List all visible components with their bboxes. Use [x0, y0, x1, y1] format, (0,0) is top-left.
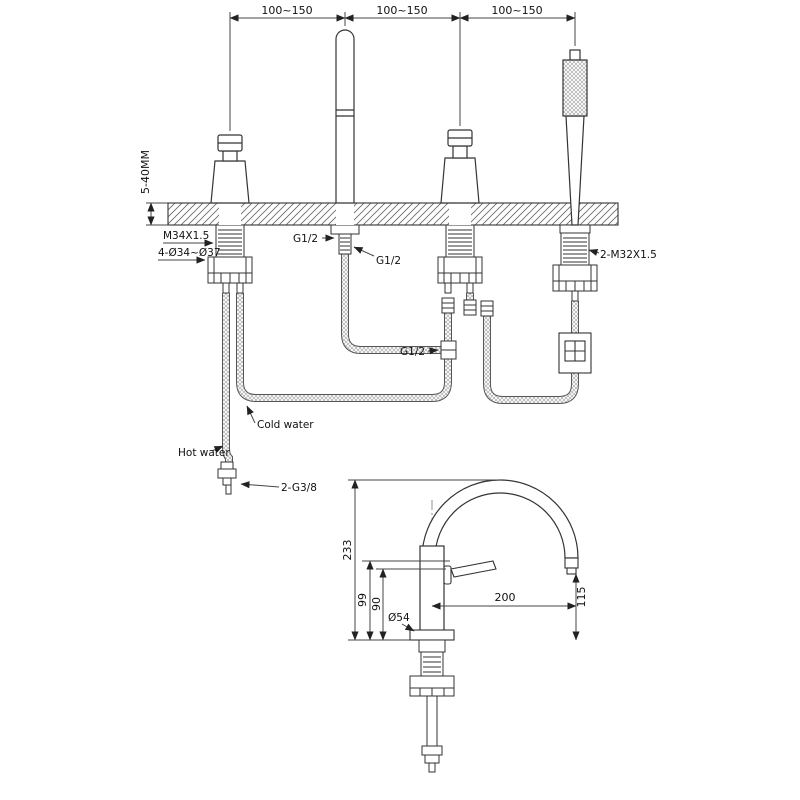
label-cold-water: Cold water: [257, 419, 314, 431]
dim-height-body: 90: [370, 597, 383, 611]
label-valve-thread: M34X1.5: [163, 230, 209, 242]
left-valve-underdeck: [207, 224, 253, 294]
right-valve: [440, 129, 480, 225]
shower-grip: [562, 59, 588, 117]
left-valve: [210, 134, 250, 225]
dim-span-3: 100~150: [491, 4, 542, 17]
label-hot-water: Hot water: [178, 447, 230, 459]
dim-span-2: 100~150: [376, 4, 427, 17]
bottom-dimensions: [348, 479, 580, 641]
dim-reach: 200: [495, 591, 516, 604]
faucet-body: [419, 545, 445, 641]
base-escutcheon: [409, 629, 455, 641]
dim-base-diameter: Ø54: [388, 612, 410, 624]
supply-fitting: [217, 461, 237, 495]
right-valve-underdeck: [437, 224, 494, 317]
check-valve-box: [558, 332, 592, 374]
dim-height-total: 233: [341, 540, 354, 561]
tee-fitting: [440, 340, 457, 360]
hand-shower: [562, 49, 588, 226]
spout-supply-hose: [341, 254, 441, 354]
top-dimensions: [229, 12, 576, 131]
label-spout-inlet-a: G1/2: [293, 233, 318, 245]
label-hole-spec: 4-Ø34~Ø37: [158, 247, 221, 259]
spout-underdeck: [330, 224, 360, 255]
dim-outlet-height: 115: [575, 587, 588, 608]
label-supply-thread: 2-G3/8: [281, 482, 317, 494]
label-shower-thread: 2-M32X1.5: [600, 249, 657, 261]
hoses: [222, 254, 579, 462]
spout-outlet: [564, 557, 579, 575]
leaders: [158, 234, 600, 489]
top-drawing: 100~150 100~150 100~150 5-40MM M34X1.5 4…: [139, 4, 657, 495]
faucet-handle: [443, 560, 497, 585]
label-tee-thread: G1/2: [400, 346, 425, 358]
gooseneck-spout: [421, 479, 579, 559]
bottom-drawing: 233 99 90 Ø54 200 115: [341, 479, 588, 773]
deck-plate: [167, 202, 619, 226]
dim-deck-thickness: 5-40MM: [139, 150, 152, 194]
hand-shower-underdeck: [552, 224, 598, 302]
dim-span-1: 100~150: [261, 4, 312, 17]
label-spout-inlet-b: G1/2: [376, 255, 401, 267]
dim-height-handle: 99: [356, 593, 369, 607]
faucet-underdeck: [409, 639, 455, 773]
deck-thickness-dim: [146, 202, 168, 226]
spout: [335, 29, 355, 225]
